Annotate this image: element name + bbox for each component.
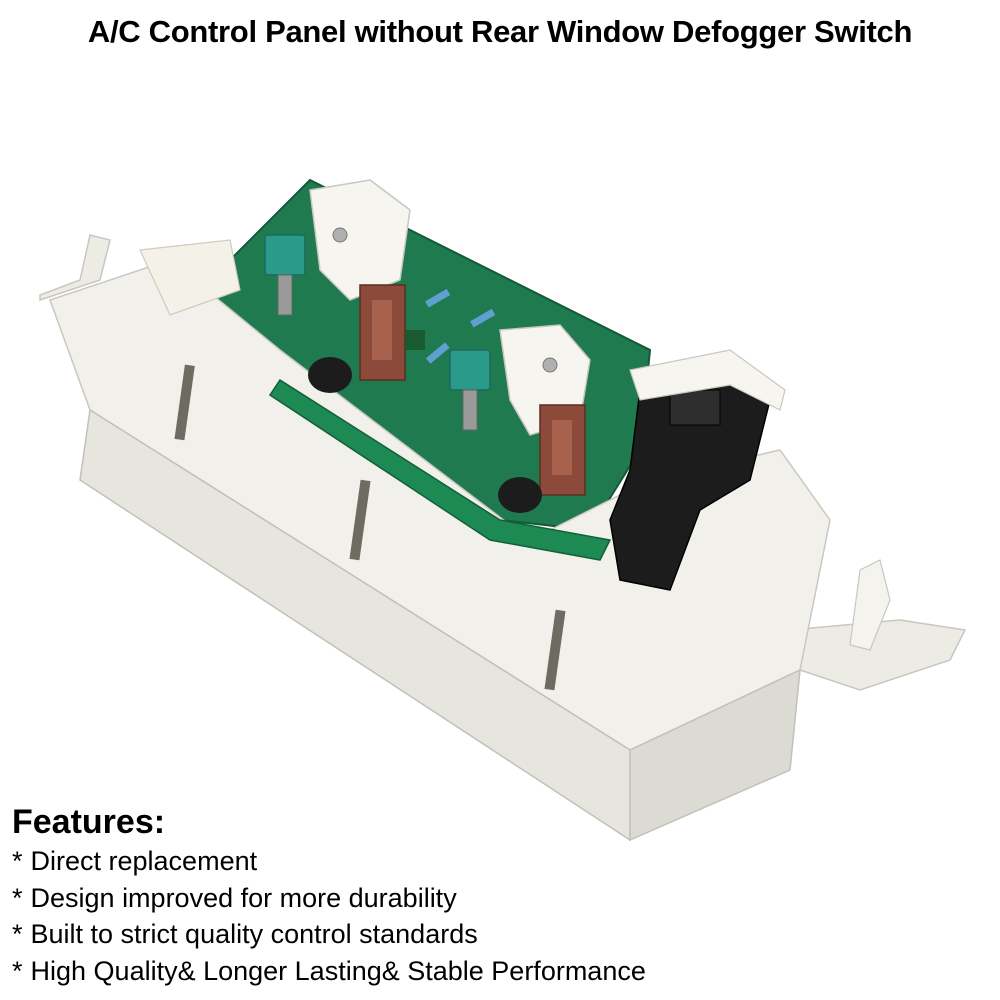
feature-item: *Built to strict quality control standar… (12, 916, 992, 953)
bullet: * (12, 882, 23, 913)
mounting-bracket-left (309, 179, 411, 301)
feature-list: *Direct replacement *Design improved for… (12, 843, 992, 989)
potentiometer-right (449, 349, 491, 391)
potentiometer-left (264, 234, 306, 276)
feature-text: Direct replacement (30, 846, 258, 876)
bullet: * (12, 919, 23, 949)
feature-text: High Quality& Longer Lasting& Stable Per… (30, 955, 646, 986)
feature-item: *Design improved for more durability (12, 880, 992, 917)
product-title: A/C Control Panel without Rear Window De… (87, 14, 913, 49)
push-button-left (308, 357, 352, 393)
feature-item: *Direct replacement (12, 843, 992, 880)
ac-control-panel-photo (39, 178, 967, 842)
push-button-right (498, 477, 542, 513)
feature-text: Design improved for more durability (30, 882, 457, 913)
left-mounting-tab (39, 234, 111, 302)
features-section: Features: *Direct replacement *Design im… (12, 803, 992, 989)
feature-item: *High Quality& Longer Lasting& Stable Pe… (12, 953, 992, 990)
features-heading: Features: (12, 803, 166, 841)
feature-text: Built to strict quality control standard… (30, 919, 478, 949)
bullet: * (12, 955, 23, 986)
bullet: * (12, 846, 23, 876)
